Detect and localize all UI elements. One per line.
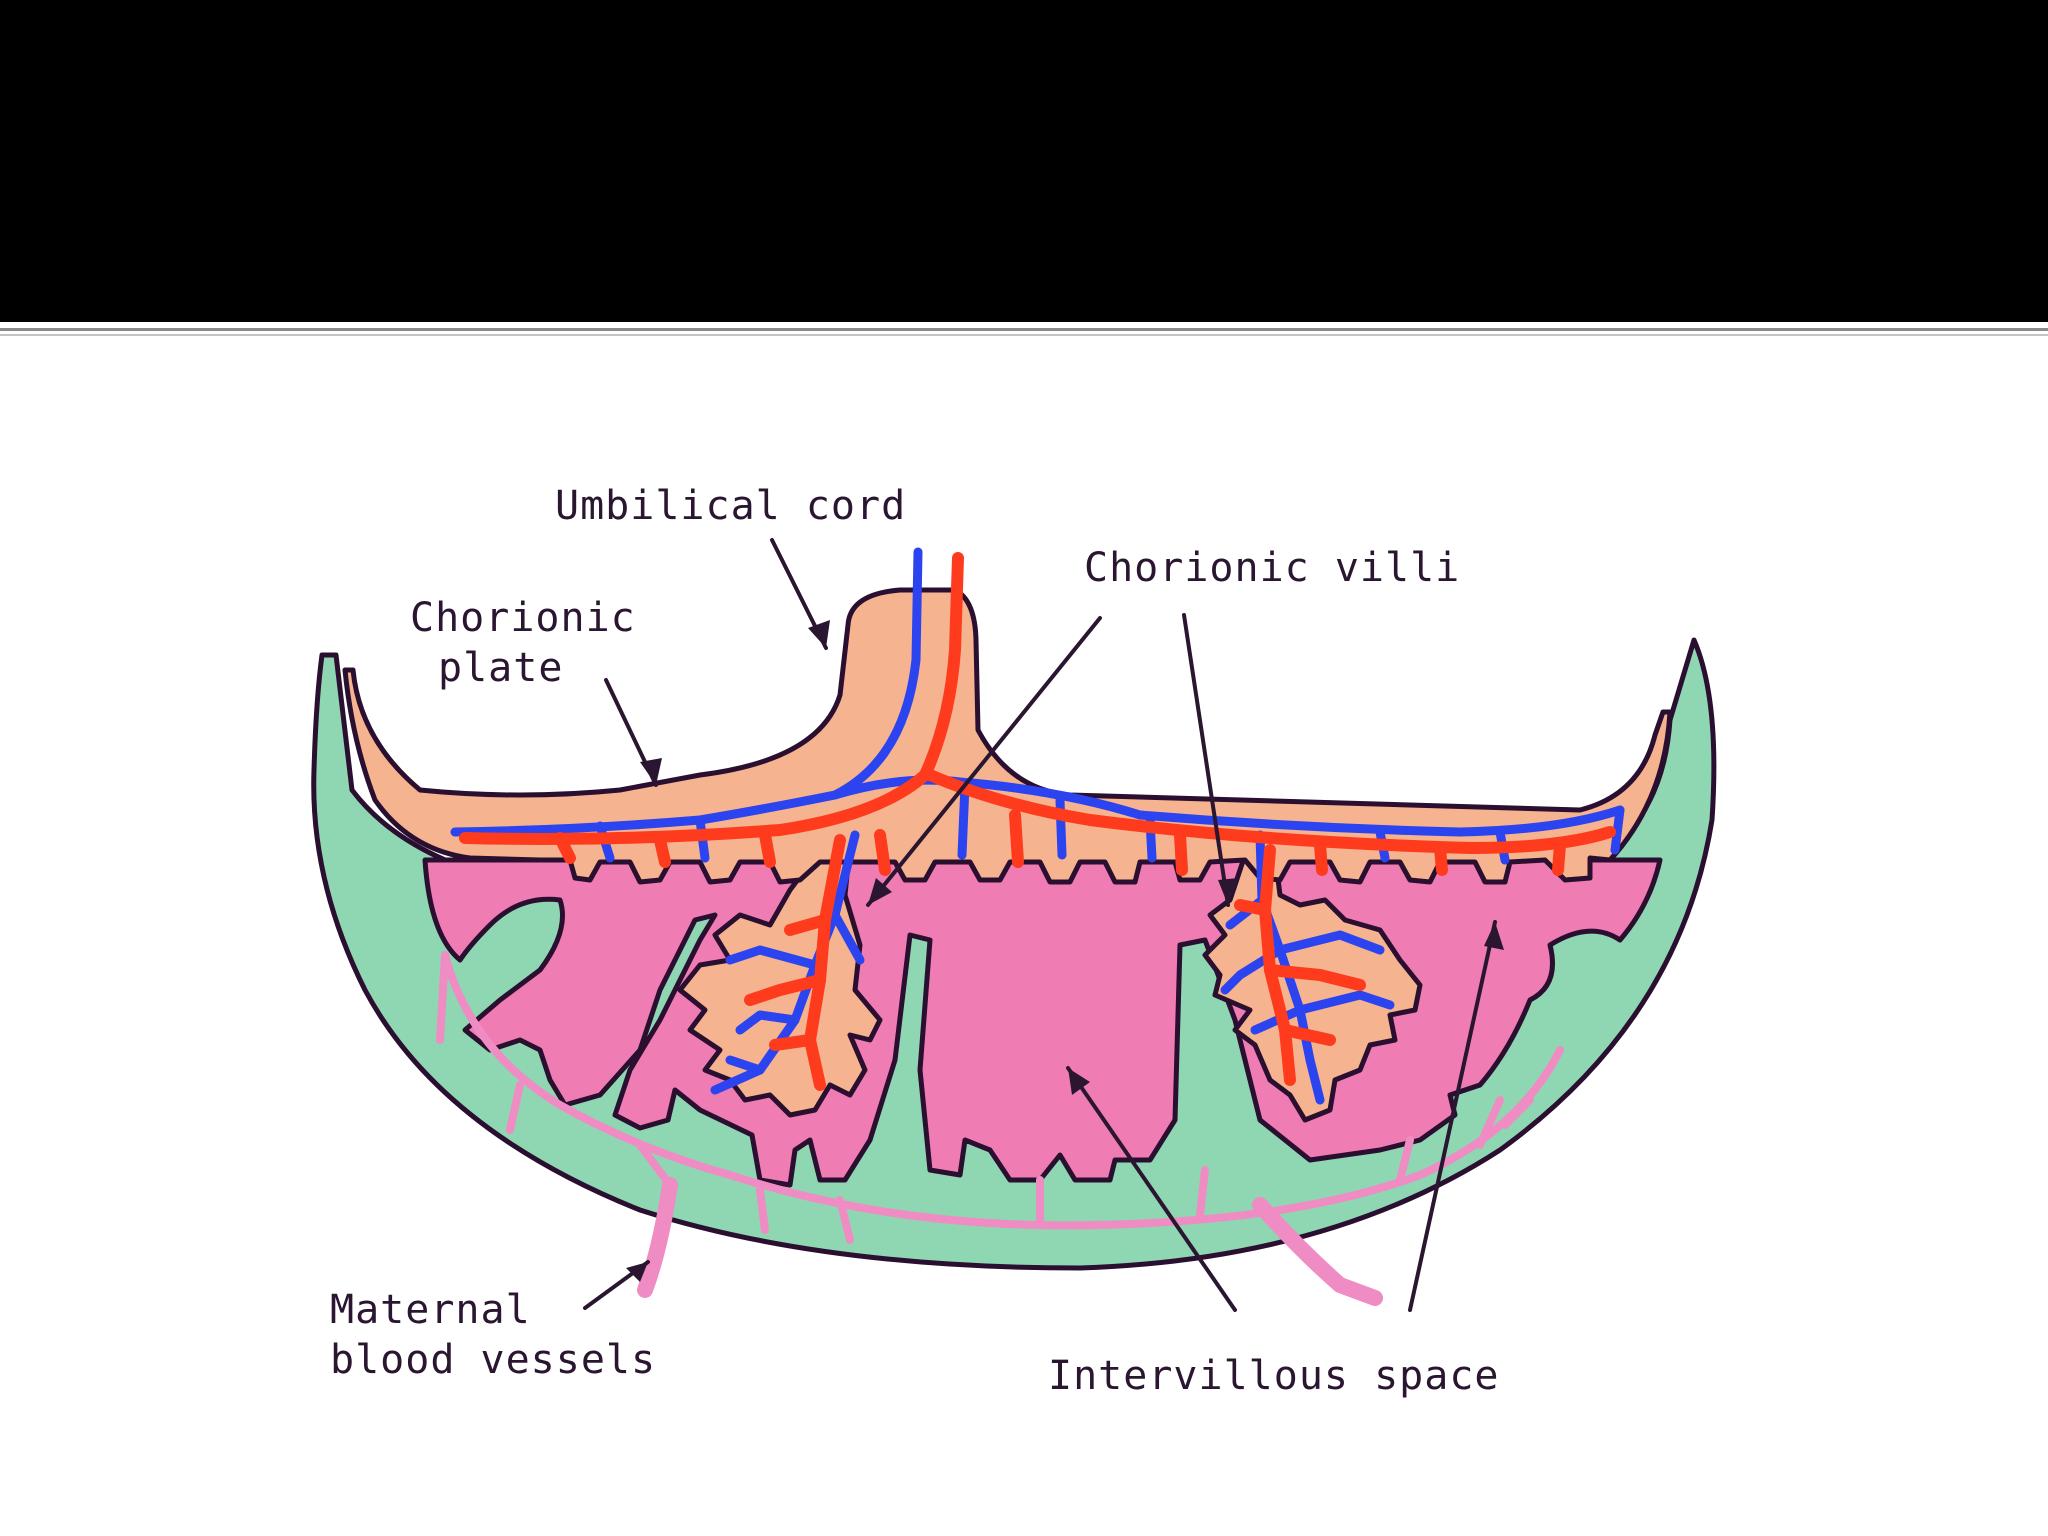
arrow-chorionic-villi-left	[866, 616, 1102, 907]
arrowheads	[626, 620, 1504, 1282]
chorionic-plate	[342, 587, 1673, 885]
header-divider-line	[0, 328, 2048, 331]
label-chorionic-plate-line1: Chorionic	[410, 595, 636, 641]
slide-title-bar	[0, 0, 2048, 322]
header-divider-line-secondary	[0, 334, 2048, 336]
arrow-intervillous-left	[1066, 1066, 1237, 1312]
label-chorionic-plate-line2: plate	[438, 645, 564, 691]
villus-tree-right	[1202, 852, 1423, 1123]
label-maternal-line2: blood vessels	[330, 1337, 657, 1383]
label-intervillous-space: Intervillous space	[1048, 1353, 1500, 1399]
maternal-blood-vessels	[436, 951, 1564, 1306]
label-maternal-line1: Maternal	[330, 1287, 531, 1333]
label-chorionic-villi: Chorionic villi	[1084, 545, 1461, 591]
fetal-arteries	[459, 552, 1616, 1091]
label-umbilical-cord: Umbilical cord	[555, 483, 907, 529]
arrow-chorionic-villi-right	[1182, 613, 1230, 907]
arrow-intervillous-right	[1408, 920, 1497, 1312]
